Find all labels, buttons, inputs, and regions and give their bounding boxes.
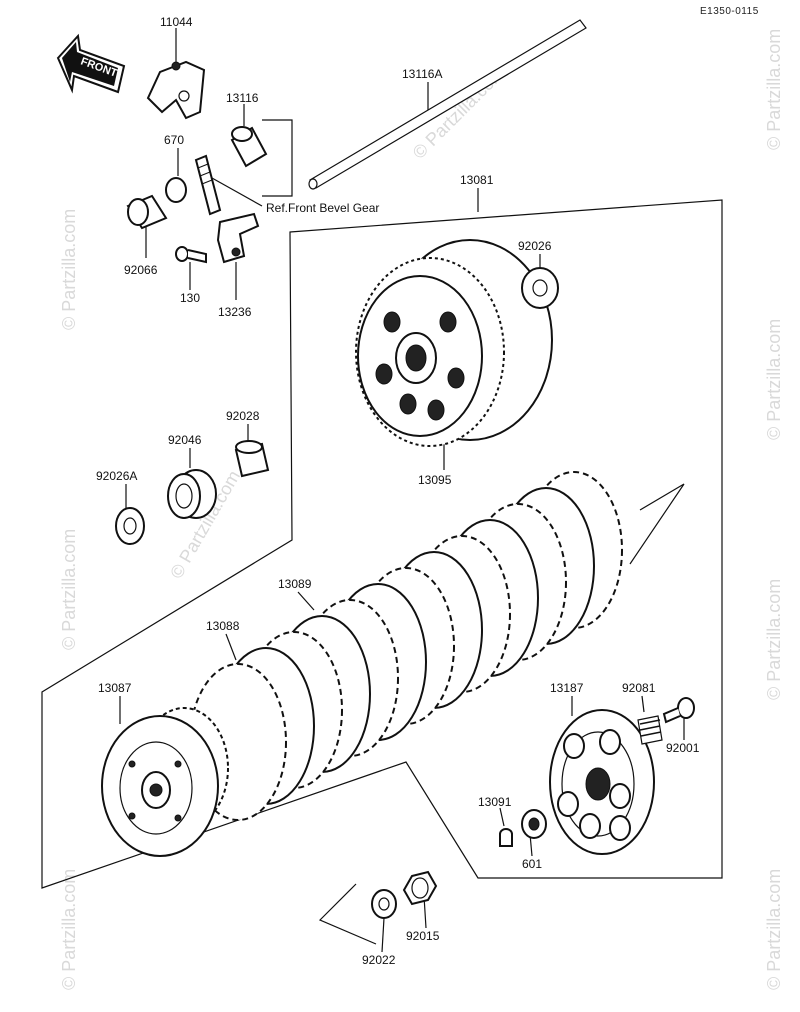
part-92081-spring (637, 715, 663, 745)
part-92022-washer (371, 889, 397, 919)
label-130: 130 (180, 291, 200, 305)
part-92026-washer (521, 267, 559, 309)
part-670-oring (165, 177, 187, 203)
label-13081: 13081 (460, 173, 494, 187)
leader-ref (211, 177, 263, 207)
label-92001: 92001 (666, 741, 700, 755)
part-92015-nut (402, 870, 438, 906)
part-92028-sleeve (234, 440, 270, 478)
watermark-1: © Partzilla.com (59, 209, 79, 330)
leader-13116-frame (262, 119, 293, 197)
leader-92081 (641, 695, 645, 713)
label-13087: 13087 (98, 681, 132, 695)
part-92066-plug (126, 194, 168, 230)
part-release-shaft (194, 154, 222, 216)
label-13095: 13095 (418, 473, 452, 487)
part-130-bolt (175, 246, 207, 264)
front-arrow-icon: FRONT (56, 33, 126, 94)
watermark-9: © Partzilla.com (764, 869, 784, 990)
label-13088: 13088 (206, 619, 240, 633)
part-11044-bracket (146, 60, 206, 120)
watermark-6: © Partzilla.com (764, 319, 784, 440)
projection-lines-bottom (318, 883, 377, 945)
projection-lines-right (629, 483, 685, 565)
label-ref-front-bevel-gear: Ref.Front Bevel Gear (266, 201, 379, 215)
label-13236: 13236 (218, 305, 252, 319)
leader-13089 (297, 591, 315, 611)
part-92026A-washer (115, 507, 145, 545)
label-670: 670 (164, 133, 184, 147)
leader-92022 (381, 917, 385, 953)
part-601-bearing (521, 809, 547, 839)
label-92081: 92081 (622, 681, 656, 695)
watermark-8: © Partzilla.com (59, 869, 79, 990)
label-601: 601 (522, 857, 542, 871)
part-13187-pressure-plate (549, 709, 655, 855)
leader-13091 (499, 807, 505, 827)
watermark-7: © Partzilla.com (764, 579, 784, 700)
part-13087-clutch-hub (101, 707, 229, 857)
group-outline (41, 199, 723, 889)
part-13116A-pushrod (308, 19, 587, 190)
part-13236-lever (216, 212, 260, 264)
part-92001-bolt (662, 697, 695, 724)
label-92046: 92046 (168, 433, 202, 447)
label-13116: 13116 (226, 91, 259, 105)
label-13089: 13089 (278, 577, 312, 591)
part-13091-pin (499, 828, 513, 847)
part-92046-bearing (167, 469, 217, 519)
label-13116A: 13116A (402, 67, 442, 81)
label-92028: 92028 (226, 409, 260, 423)
label-92015: 92015 (406, 929, 440, 943)
watermark-3: © Partzilla.com (59, 529, 79, 650)
label-11044: 11044 (160, 15, 193, 29)
part-13095-clutch-housing (355, 239, 553, 447)
label-92026A: 92026A (96, 469, 137, 483)
diagram-code: E1350-0115 (700, 6, 759, 17)
watermark-5: © Partzilla.com (764, 29, 784, 150)
label-92026: 92026 (518, 239, 552, 253)
part-labels: 11044 13116A 13116 670 Ref.Front Bevel G… (96, 15, 700, 967)
label-92066: 92066 (124, 263, 158, 277)
part-13089-13088-plate-stack (189, 471, 623, 821)
part-13116-bushing (230, 126, 268, 168)
leader-13088 (225, 633, 237, 661)
label-92022: 92022 (362, 953, 396, 967)
label-13187: 13187 (550, 681, 584, 695)
label-13091: 13091 (478, 795, 512, 809)
